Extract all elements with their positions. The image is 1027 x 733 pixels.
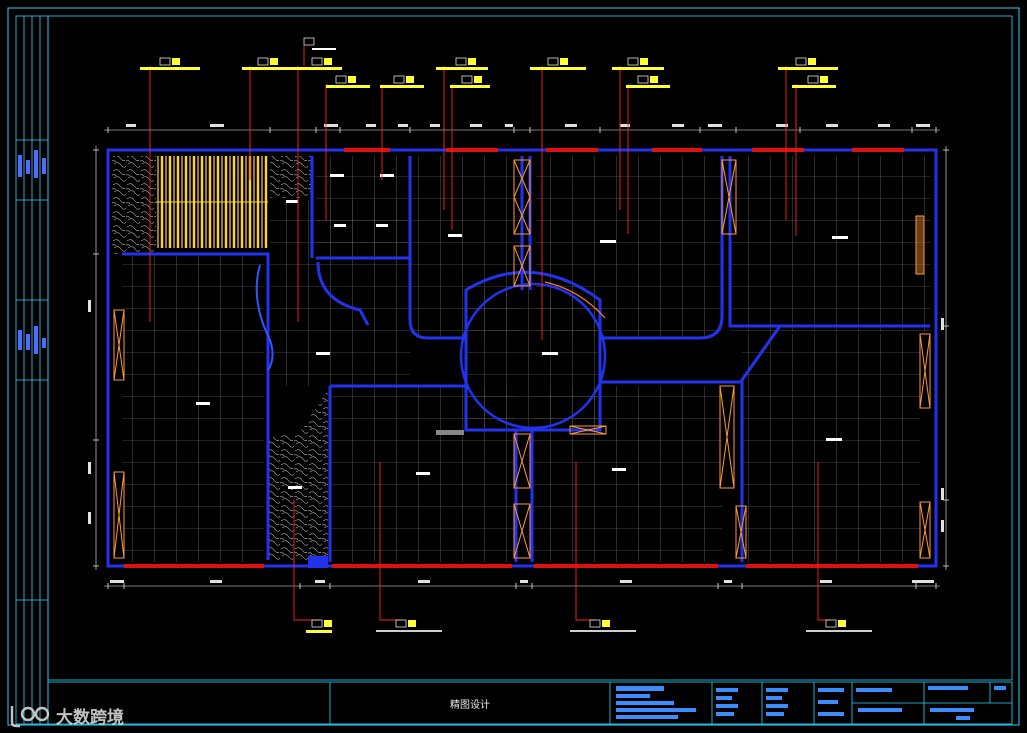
watermark-text: 大数跨境 (56, 707, 124, 728)
floor-tile-grid (122, 156, 930, 562)
title-block (47, 681, 1013, 725)
doors (113, 159, 931, 559)
title-block-fields (616, 686, 1006, 720)
stone-hatch-areas (112, 156, 328, 560)
windows (124, 148, 918, 568)
curved-screen (255, 264, 274, 371)
dimension-text-marks (88, 124, 944, 583)
dimension-lines (95, 129, 947, 587)
material-tags-top (140, 37, 838, 88)
room-labels (196, 174, 848, 489)
left-binding-strip (15, 15, 49, 725)
logo-mark-icon (10, 706, 50, 728)
watermark: 大数跨境 (8, 701, 124, 729)
rotunda (459, 282, 607, 430)
material-tags-bottom (306, 619, 872, 633)
binding-strip-marks (18, 150, 46, 354)
walls (106, 148, 938, 568)
sheet-frame (7, 7, 1020, 726)
title-block-label: 精图设计 (450, 699, 490, 711)
